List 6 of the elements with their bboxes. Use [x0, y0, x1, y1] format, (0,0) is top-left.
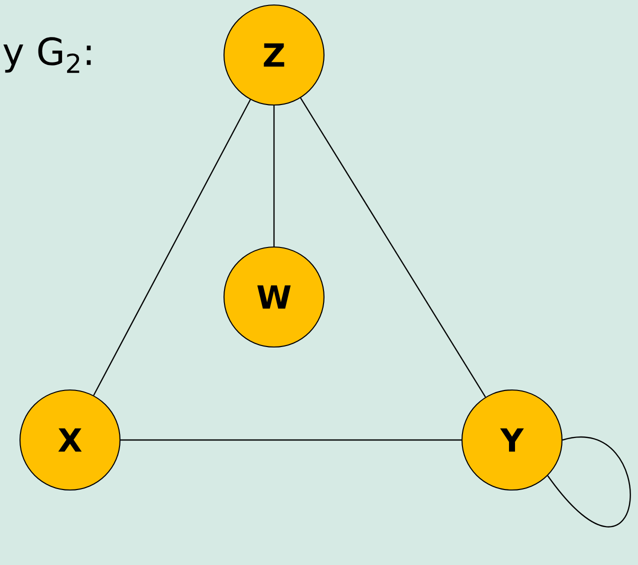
edge-line: [93, 99, 251, 396]
edge-line: [120, 439, 462, 441]
edge-line: [273, 106, 275, 246]
title: y G$_{2}$:: [3, 37, 91, 73]
edge-line: [300, 98, 486, 398]
self-loop: [547, 436, 631, 528]
